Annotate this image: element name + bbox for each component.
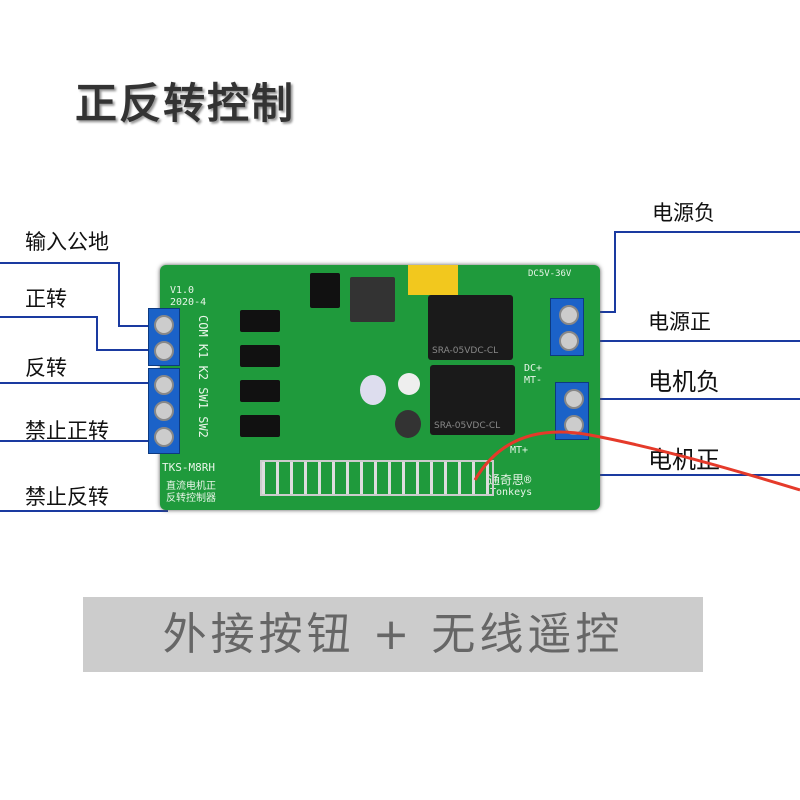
capacitor [408, 265, 458, 295]
relay: SRA-05VDC-CL [430, 365, 515, 435]
pin-labels: COM K1 K2 SW1 SW2 [196, 315, 210, 438]
optocoupler [240, 415, 280, 437]
electrolytic-capacitor [398, 373, 420, 395]
relay: SRA-05VDC-CL [428, 295, 513, 360]
leader-line [118, 325, 163, 327]
label-power-negative: 电源负 [652, 201, 715, 225]
label-input-common: 输入公地 [25, 230, 109, 254]
optocoupler [240, 345, 280, 367]
leader-line [590, 398, 800, 400]
leader-line [0, 382, 163, 384]
antenna-wire [473, 430, 800, 492]
terminal-block [550, 298, 584, 356]
board-voltage: DC5V-36V [528, 269, 572, 279]
rf-receiver-module [260, 460, 494, 496]
board-dc-plus: DC+ [524, 363, 543, 374]
inductor [395, 410, 421, 438]
feature-banner: 外接按钮 + 无线遥控 [83, 597, 703, 672]
label-disable-forward: 禁止正转 [25, 419, 109, 443]
label-forward: 正转 [25, 287, 67, 311]
leader-line [0, 510, 168, 512]
optocoupler [240, 310, 280, 332]
label-disable-reverse: 禁止反转 [25, 485, 109, 509]
board-model: TKS-M8RH [162, 461, 215, 474]
board-desc: 反转控制器 [166, 493, 216, 504]
leader-line [96, 349, 163, 351]
label-motor-negative: 电机负 [648, 368, 720, 396]
regulator-chip [350, 277, 395, 322]
terminal-block [148, 308, 180, 366]
board-desc: 直流电机正 [166, 481, 216, 492]
page-title: 正反转控制 [75, 79, 296, 128]
board-mt-plus: MT+ [510, 445, 529, 456]
board-date: 2020-4 [170, 297, 207, 308]
label-power-positive: 电源正 [648, 310, 711, 334]
board-brand: 通奇思® [488, 473, 532, 487]
board-version: V1.0 [170, 285, 195, 296]
leader-line [614, 231, 800, 233]
electrolytic-capacitor [360, 375, 386, 405]
board-mt-minus: MT- [524, 375, 543, 386]
leader-line [118, 262, 120, 327]
terminal-block [148, 368, 180, 454]
leader-line [583, 340, 800, 342]
leader-line [0, 440, 160, 442]
board-brand-en: Tonkeys [490, 487, 533, 498]
pcb-board: V1.0 2020-4 COM K1 K2 SW1 SW2 TKS-M8RH 直… [160, 265, 600, 510]
optocoupler [240, 380, 280, 402]
leader-line [0, 262, 120, 264]
label-reverse: 反转 [25, 356, 67, 380]
leader-line [583, 474, 800, 476]
leader-line [0, 316, 98, 318]
ic-chip [310, 273, 340, 308]
leader-line [96, 316, 98, 351]
leader-line [614, 231, 616, 313]
